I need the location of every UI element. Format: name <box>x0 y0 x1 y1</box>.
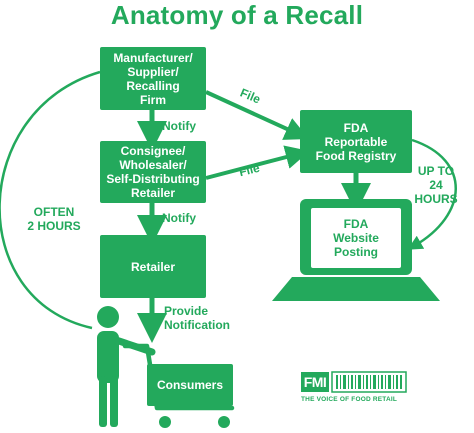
up-to-24-hours-curve <box>407 138 457 250</box>
arrow-file-consignee <box>205 145 310 180</box>
manufacturer-box: Manufacturer/ Supplier/ Recalling Firm <box>100 47 206 110</box>
barcode-icon <box>331 371 407 393</box>
consignee-box: Consignee/ Wholesaler/ Self-Distributing… <box>100 141 206 203</box>
fda-website-screen: FDA Website Posting <box>311 208 401 268</box>
fmi-tagline: THE VOICE OF FOOD RETAIL <box>301 396 398 403</box>
fda-registry-box: FDA Reportable Food Registry <box>300 110 412 173</box>
fmi-logo: FMI <box>301 372 329 392</box>
notify-label-1: Notify <box>162 119 196 133</box>
consumers-box: Consumers <box>147 364 233 406</box>
retailer-box: Retailer <box>100 235 206 298</box>
up-to-24-hours-label: UP TO 24 HOURS <box>414 164 458 206</box>
often-2-hours-label: OFTEN 2 HOURS <box>27 205 81 233</box>
provide-notification-label: Provide Notification <box>164 304 230 332</box>
page-title: Anatomy of a Recall <box>110 0 364 30</box>
person-icon <box>97 306 156 427</box>
notify-label-2: Notify <box>162 211 196 225</box>
arrow-file-manufacturer <box>205 90 309 140</box>
often-2-hours-curve <box>0 70 101 330</box>
